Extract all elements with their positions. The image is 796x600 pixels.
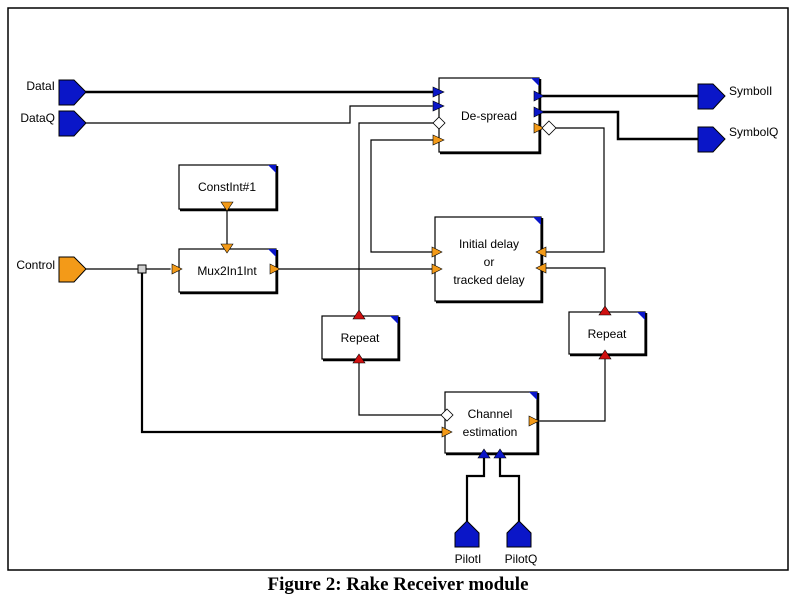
control-terminal[interactable]: Control bbox=[16, 256, 87, 283]
repeat-right-corner-marker bbox=[637, 312, 645, 320]
chan-label-line2: estimation bbox=[463, 425, 518, 439]
despread-out-symboli-port bbox=[533, 90, 545, 102]
chan-in-piloti-port bbox=[477, 448, 491, 459]
repeat-left-label: Repeat bbox=[341, 331, 380, 345]
diagram-frame bbox=[7, 7, 789, 571]
constint-out-port bbox=[220, 201, 234, 212]
despread-out-diamond-port bbox=[541, 120, 557, 136]
delay-block[interactable]: Initial delay or tracked delay bbox=[434, 216, 544, 304]
mux-block[interactable]: Mux2In1Int bbox=[178, 248, 279, 295]
symboli-terminal[interactable]: SymbolI bbox=[697, 83, 772, 110]
datai-terminal[interactable]: DataI bbox=[26, 79, 87, 106]
wire-chan-repeat-right bbox=[539, 355, 606, 422]
constint-block[interactable]: ConstInt#1 bbox=[178, 164, 279, 212]
delay-label-line1: Initial delay bbox=[459, 237, 519, 251]
repeat-left-block[interactable]: Repeat bbox=[321, 315, 401, 362]
chan-corner-marker bbox=[529, 392, 537, 400]
wire-pilotq bbox=[498, 454, 521, 526]
repeat-left-top-port bbox=[352, 309, 366, 320]
pilotq-label: PilotQ bbox=[505, 552, 538, 566]
delay-right-top-port bbox=[535, 246, 547, 258]
repeat-right-top-port bbox=[598, 305, 612, 316]
delay-in-bottom-port bbox=[431, 263, 443, 275]
control-junction bbox=[137, 264, 147, 274]
mux-label: Mux2In1Int bbox=[197, 264, 257, 278]
mux-corner-marker bbox=[268, 249, 276, 257]
repeat-right-bottom-port bbox=[598, 349, 612, 360]
despread-in-dataq-port bbox=[432, 100, 445, 112]
wire-repeat-despread bbox=[358, 122, 434, 313]
piloti-terminal[interactable]: PilotI bbox=[454, 520, 482, 566]
figure-caption: Figure 2: Rake Receiver module bbox=[267, 574, 528, 595]
symbolq-terminal[interactable]: SymbolQ bbox=[697, 125, 778, 153]
chan-in-diamond-port bbox=[440, 408, 454, 422]
channel-estimation-block[interactable]: Channel estimation bbox=[444, 391, 540, 456]
delay-label-line2: or bbox=[484, 255, 495, 269]
despread-label: De-spread bbox=[461, 109, 517, 123]
despread-in-delay-port bbox=[432, 134, 445, 146]
symbolq-label: SymbolQ bbox=[729, 125, 778, 139]
despread-out-orange-port bbox=[533, 122, 545, 134]
wire-delay-despread-loop bbox=[543, 127, 605, 253]
repeat-left-corner-marker bbox=[390, 316, 398, 324]
despread-out-symbolq-port bbox=[533, 106, 545, 118]
wire-dataq bbox=[85, 105, 433, 124]
repeat-right-label: Repeat bbox=[588, 327, 627, 341]
delay-label-line3: tracked delay bbox=[453, 273, 524, 287]
mux-in-top-port bbox=[220, 243, 234, 254]
dataq-label: DataQ bbox=[20, 111, 55, 125]
despread-corner-marker bbox=[531, 78, 539, 86]
wire-control-chan bbox=[140, 267, 444, 434]
delay-in-top-port bbox=[431, 246, 443, 258]
despread-in-datai-port bbox=[432, 86, 445, 98]
symboli-label: SymbolI bbox=[729, 84, 772, 98]
delay-right-bottom-port bbox=[535, 262, 547, 274]
constint-label: ConstInt#1 bbox=[198, 180, 256, 194]
chan-in-control-port bbox=[441, 426, 453, 438]
control-label: Control bbox=[16, 258, 55, 272]
wires bbox=[84, 90, 700, 526]
dataq-terminal[interactable]: DataQ bbox=[20, 110, 87, 137]
constint-corner-marker bbox=[268, 165, 276, 173]
pilotq-terminal[interactable]: PilotQ bbox=[505, 520, 538, 566]
chan-in-pilotq-port bbox=[493, 448, 507, 459]
repeat-left-bottom-port bbox=[352, 353, 366, 364]
wire-symbolq bbox=[540, 110, 700, 141]
chan-out-port bbox=[528, 415, 540, 427]
delay-corner-marker bbox=[533, 217, 541, 225]
mux-in-left-port bbox=[171, 263, 183, 275]
wire-despread-delay-loop bbox=[370, 139, 434, 253]
wire-piloti bbox=[465, 454, 486, 526]
chan-label-line1: Channel bbox=[468, 407, 513, 421]
despread-in-weight-port bbox=[432, 116, 446, 130]
wire-chan-repeat-left bbox=[358, 357, 443, 416]
wire-repeat-delay bbox=[543, 267, 606, 313]
datai-label: DataI bbox=[26, 79, 55, 93]
piloti-label: PilotI bbox=[455, 552, 482, 566]
despread-block[interactable]: De-spread bbox=[438, 77, 542, 155]
repeat-right-block[interactable]: Repeat bbox=[568, 311, 648, 357]
mux-out-port bbox=[269, 263, 281, 275]
